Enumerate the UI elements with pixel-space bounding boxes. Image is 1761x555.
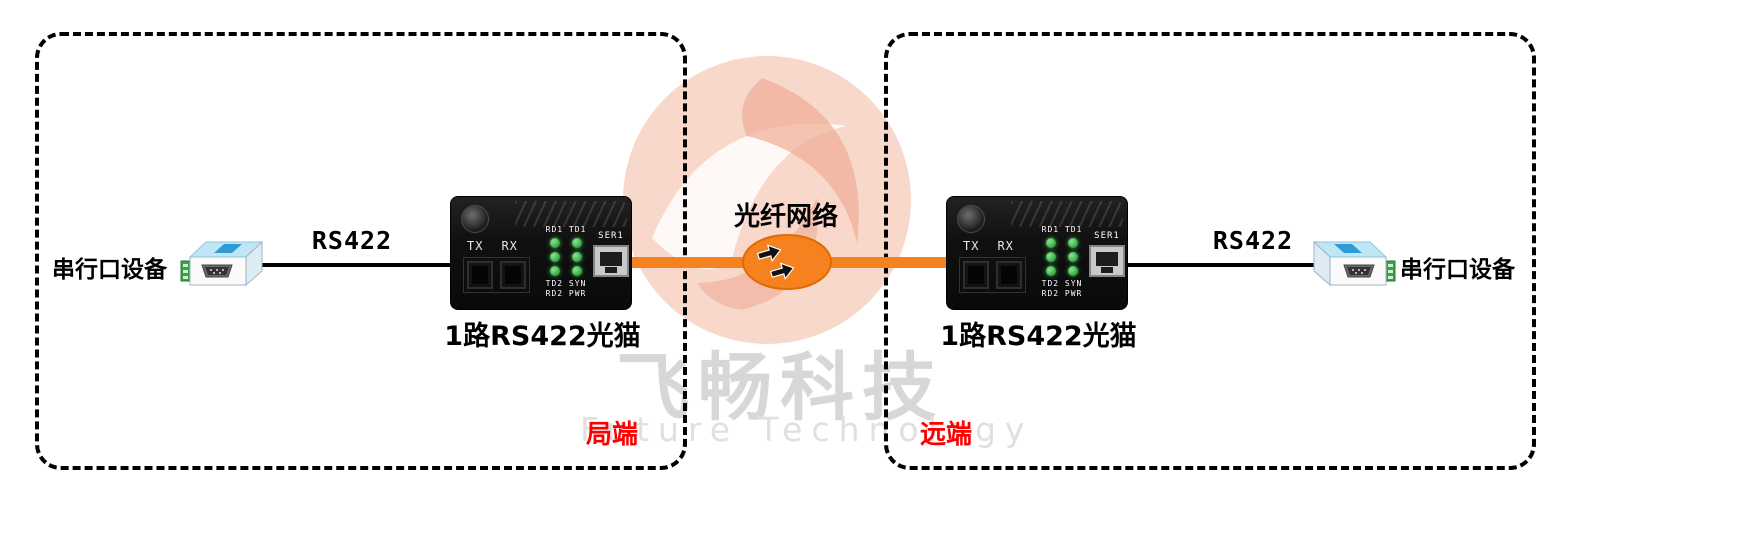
ser1-label: SER1 [1094,231,1120,241]
tx-rx-labels: TX RX [467,239,518,253]
led-indicator [1068,238,1078,248]
fiber-modem-right: TX RX RD1 TD1 TD2 SYN RD2 PWR SER1 [946,196,1128,310]
led-label-bot: RD2 PWR [545,289,587,298]
rx-label: RX [997,239,1014,253]
fiber-port-tx [467,261,493,289]
serial-device-right-label: 串行口设备 [1400,257,1515,283]
modem-caption-right: 1路RS422光猫 [940,321,1137,352]
remote-zone-box [884,32,1536,470]
serial-device-right-icon [1312,240,1396,287]
fiber-modem-left: TX RX RD1 TD1 TD2 SYN RD2 PWR SER1 [450,196,632,310]
fiber-ports [959,257,1026,293]
watermark-brand-text: 飞畅科技 [616,345,944,431]
ser1-label: SER1 [598,231,624,241]
fiber-port-tx [963,261,989,289]
led-grid [541,238,591,276]
rs422-label-left: RS422 [311,226,393,255]
led-label-mid: TD2 SYN [1041,279,1083,288]
led-indicator [1046,252,1056,262]
led-panel: RD1 TD1 TD2 SYN RD2 PWR [1037,225,1087,299]
led-indicator [572,238,582,248]
fiber-ports [463,257,530,293]
fiber-port-rx [500,261,526,289]
led-indicator [1046,266,1056,276]
tx-label: TX [963,239,980,253]
led-grid [1037,238,1087,276]
modem-caption-left: 1路RS422光猫 [444,321,641,352]
led-indicator [572,266,582,276]
rj45-port [1089,245,1125,277]
led-panel: RD1 TD1 TD2 SYN RD2 PWR [541,225,591,299]
serial-port-block: SER1 [593,231,629,277]
modem-logo-icon [957,205,985,233]
fiber-network-label: 光纤网络 [733,202,838,232]
watermark-subtitle-text: Future Technology [580,410,1034,449]
tx-label: TX [467,239,484,253]
led-indicator [550,252,560,262]
led-label-mid: TD2 SYN [545,279,587,288]
serial-port-block: SER1 [1089,231,1125,277]
led-label-top: RD1 TD1 [545,225,587,234]
serial-cable-left [250,263,454,267]
serial-device-left-label: 串行口设备 [52,257,167,283]
serial-cable-right [1126,263,1316,267]
led-indicator [572,252,582,262]
local-zone-box [35,32,687,470]
modem-logo-icon [461,205,489,233]
led-indicator [1068,252,1078,262]
modem-vent-texture [515,201,627,227]
led-label-bot: RD2 PWR [1041,289,1083,298]
remote-zone-label: 远端 [919,420,972,450]
fiber-network-node-icon [742,234,832,290]
led-indicator [1046,238,1056,248]
local-zone-label: 局端 [585,420,638,450]
rj45-port [593,245,629,277]
modem-vent-texture [1011,201,1123,227]
tx-rx-labels: TX RX [963,239,1014,253]
fiber-port-rx [996,261,1022,289]
rx-label: RX [501,239,518,253]
led-label-top: RD1 TD1 [1041,225,1083,234]
led-indicator [550,266,560,276]
serial-device-left-icon [180,240,264,287]
led-indicator [1068,266,1078,276]
led-indicator [550,238,560,248]
rs422-label-right: RS422 [1212,226,1294,255]
